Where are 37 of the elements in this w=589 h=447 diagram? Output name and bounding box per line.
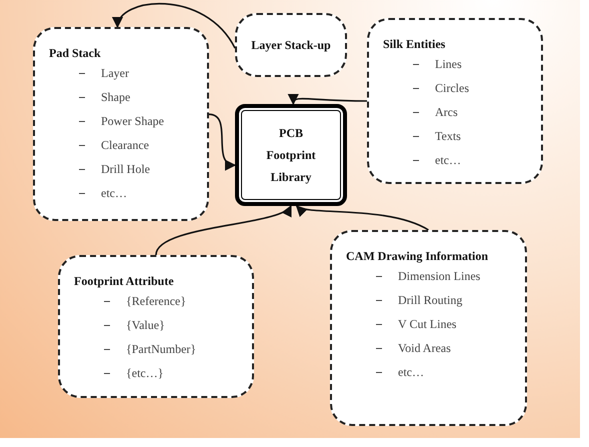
arrow <box>296 205 429 231</box>
box-heading: Silk Entities <box>383 36 446 53</box>
list-item: Drill Hole <box>101 161 150 177</box>
list-item: Texts <box>435 128 461 144</box>
list-item: etc… <box>398 364 424 380</box>
list-item: Lines <box>435 56 462 72</box>
box-heading: Pad Stack <box>49 45 102 62</box>
layer-stackup-box <box>235 13 347 77</box>
arrow <box>289 93 367 106</box>
list-item: Arcs <box>435 104 458 120</box>
box-heading: Footprint Attribute <box>74 273 175 290</box>
list-item: etc… <box>435 152 461 168</box>
list-item: Power Shape <box>101 113 164 129</box>
list-item: {Reference} <box>126 293 186 309</box>
arrow <box>208 114 236 169</box>
list-item: Dimension Lines <box>398 268 480 284</box>
list-item: Circles <box>435 80 469 96</box>
list-item: Shape <box>101 89 130 105</box>
list-item: etc… <box>101 185 127 201</box>
list-item: {Value} <box>126 317 165 333</box>
box-title: PCB Footprint Library <box>265 125 317 186</box>
box-label: Layer Stack-up <box>251 37 331 54</box>
list-item: Layer <box>101 65 129 81</box>
library-box <box>235 104 347 206</box>
list-item: Clearance <box>101 137 149 153</box>
pad-stack-box <box>33 27 209 221</box>
arrow <box>114 3 236 49</box>
cam-drawing-box <box>330 230 527 426</box>
list-item: {PartNumber} <box>126 341 196 357</box>
footprint-attribute-box <box>58 255 254 398</box>
list-item: {etc…} <box>126 365 164 381</box>
list-item: Void Areas <box>398 340 451 356</box>
arrow <box>155 205 292 256</box>
list-item: Drill Routing <box>398 292 462 308</box>
silk-entities-box <box>367 18 543 184</box>
box-heading: CAM Drawing Information <box>346 248 489 265</box>
list-item: V Cut Lines <box>398 316 456 332</box>
